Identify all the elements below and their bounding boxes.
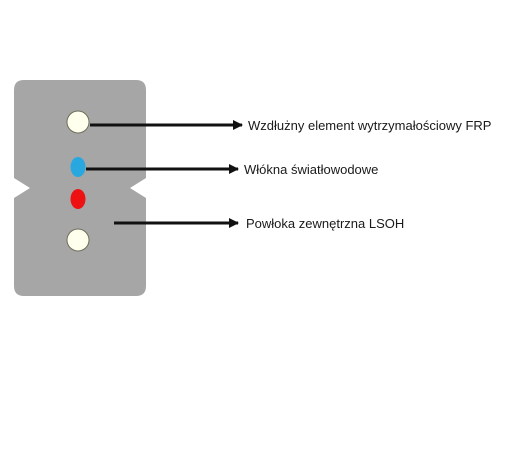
strength-member-top: [66, 110, 90, 134]
cable-sheath: [14, 80, 146, 296]
strength-member-bottom: [66, 228, 90, 252]
label-strength-member: Wzdłużny element wytrzymałościowy FRP: [248, 118, 491, 133]
label-optical-fibers: Włókna światłowodowe: [244, 162, 378, 177]
label-outer-sheath: Powłoka zewnętrzna LSOH: [246, 216, 404, 231]
optical-fiber-blue: [70, 157, 86, 177]
optical-fiber-red: [70, 189, 86, 209]
